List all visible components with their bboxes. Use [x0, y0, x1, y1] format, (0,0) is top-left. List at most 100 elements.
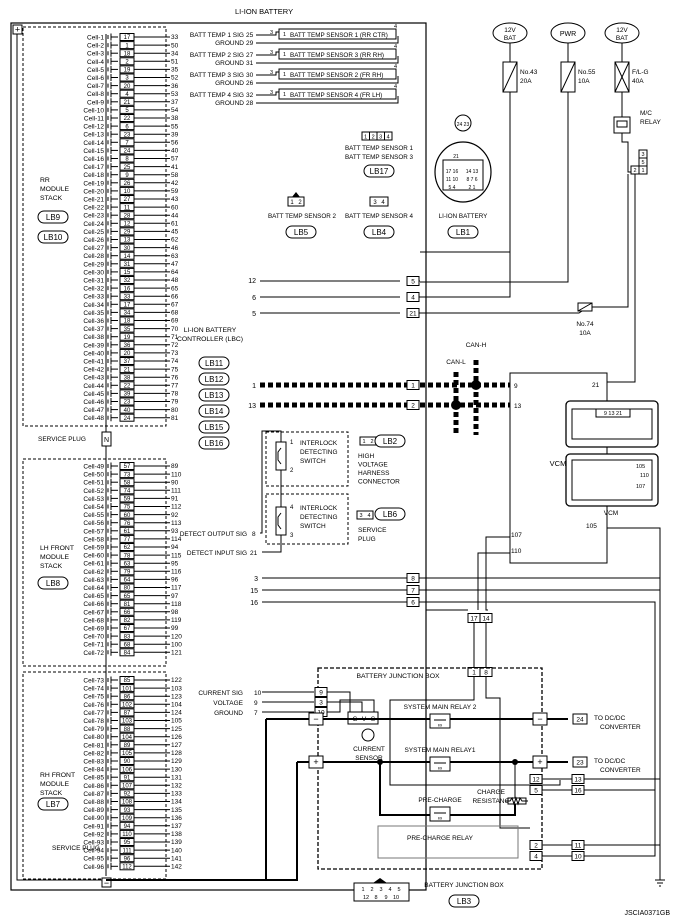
current-input-label: CURRENT SIG [198, 690, 243, 697]
cell-pin: 39 [124, 392, 131, 398]
cell-pin: 96 [124, 856, 131, 862]
h6-wire [419, 601, 656, 820]
temp-sensor-pin: 1 [283, 32, 286, 38]
cell-pin: 19 [124, 68, 131, 74]
cell-pin: 9 [125, 173, 129, 179]
cell-lbc-pin: 130 [171, 766, 182, 773]
cell-pin: 18 [124, 51, 131, 57]
cell-pin: 2 [125, 60, 129, 66]
cell-pin: 29 [124, 230, 131, 236]
cell-label: Cell-34 [83, 302, 104, 309]
cell-lbc-pin: 128 [171, 750, 182, 757]
cell-pin: 30 [124, 246, 131, 252]
lb1-pin: 21 [453, 154, 459, 160]
temp-sig-label: BATT TEMP 2 SIG [190, 52, 244, 59]
cell-pin: 111 [122, 848, 132, 854]
vcm-label: VCM [550, 459, 567, 468]
cell-pin: 22 [124, 384, 131, 390]
pre-charge-area [377, 825, 519, 859]
lb5-badge: LB5 [294, 228, 309, 237]
cell-lbc-pin: 110 [171, 471, 182, 478]
cell-label: Cell-6 [87, 75, 104, 82]
cell-label: Cell-93 [83, 840, 104, 847]
cell-pin: 104 [122, 735, 133, 741]
vcm-connector-1-pins [595, 408, 631, 418]
cell-label: Cell-17 [83, 164, 104, 171]
cell-pin: 8 [125, 157, 129, 163]
cell-lbc-pin: 105 [171, 718, 182, 725]
cell-lbc-pin: 59 [171, 188, 179, 195]
cell-lbc-pin: 68 [171, 310, 179, 317]
vcm-connector-2-pin: 110 [640, 473, 649, 479]
cell-pin: 112 [122, 865, 132, 871]
vcm-connector-label: VCM [604, 510, 618, 517]
lb17-pin-label: 2 [372, 135, 375, 141]
interlock-contact [277, 447, 282, 465]
stack-label: MODULE [40, 186, 70, 193]
temp-gnd-label: GROUND [215, 100, 244, 107]
cell-lbc-pin: 93 [171, 528, 179, 535]
cell-pin: 4 [125, 92, 129, 98]
pre-charge-wire [379, 762, 430, 816]
cell-lbc-pin: 103 [171, 685, 182, 692]
cell-label: Cell-41 [83, 359, 104, 366]
cell-lbc-pin: 81 [171, 415, 179, 422]
dcdc-pin [572, 713, 588, 725]
stack-label: STACK [40, 563, 63, 570]
temp-sensor-box [278, 48, 397, 60]
cell-label: Cell-53 [83, 496, 104, 503]
lb6-label: PLUG [358, 536, 376, 543]
cell-pin: 58 [124, 480, 131, 486]
temp-sensor-pin: 1 [283, 92, 286, 98]
cell-lbc-pin: 42 [171, 180, 179, 187]
stack-connector-badge [37, 230, 69, 244]
temp-sensor-pin4: 4 [394, 84, 397, 90]
cell-lbc-pin: 112 [171, 504, 182, 511]
stack-connector-badge [37, 797, 69, 811]
pre-charge-wire-2 [450, 804, 516, 816]
cell-label: Cell-77 [83, 710, 104, 717]
jbox-current-pin-label: 9 [319, 690, 323, 697]
temp-sig-label: BATT TEMP 3 SIG [190, 72, 244, 79]
temp-sensor-pin3: 3 [270, 70, 273, 76]
temp-sig-pin: 27 [246, 52, 254, 59]
cell-lbc-pin: 50 [171, 42, 179, 49]
stack-connector: LB10 [44, 233, 63, 242]
can-l-node [451, 400, 461, 410]
temp-wire [256, 96, 399, 104]
harness-pin-label: 8 [411, 576, 415, 583]
cell-label: Cell-56 [83, 520, 104, 527]
cell-label: Cell-14 [83, 140, 104, 147]
page-title: LI-ION BATTERY [235, 7, 293, 16]
cell-lbc-pin: 126 [171, 734, 182, 741]
cell-lbc-pin: 92 [171, 512, 179, 519]
cell-lbc-pin: 113 [171, 520, 182, 527]
lb3-badge: LB3 [457, 897, 472, 906]
cell-pin: 18 [124, 319, 131, 325]
interlock-label: SWITCH [300, 458, 326, 465]
cell-lbc-pin: 69 [171, 318, 179, 325]
temp-gnd-pin: 26 [246, 80, 254, 87]
cell-label: Cell-18 [83, 172, 104, 179]
cell-label: Cell-51 [83, 480, 104, 487]
cell-label: Cell-32 [83, 286, 104, 293]
lb3-pin: 2 [370, 887, 373, 893]
lb4-label: BATT TEMP SENSOR 4 [345, 213, 414, 220]
charge-label: CHARGE [477, 789, 505, 796]
cell-label: Cell-8 [87, 91, 104, 98]
temp-wire [256, 51, 279, 56]
cell-pin: 19 [124, 335, 131, 341]
cell-label: Cell-43 [83, 375, 104, 382]
interlock-pin: 1 [290, 440, 294, 446]
lb3-label: BATTERY JUNCTION BOX [424, 882, 504, 889]
cell-label: Cell-21 [83, 197, 104, 204]
cell-lbc-pin: 117 [171, 585, 182, 592]
vcm-connector-2-pin: 107 [636, 484, 645, 490]
cell-pin: 11 [124, 205, 131, 211]
can-h-node [471, 380, 481, 390]
lb4-pin: 4 [381, 200, 385, 206]
cell-lbc-pin: 99 [171, 625, 179, 632]
lb2-label: VOLTAGE [358, 462, 388, 469]
system-main-relay-1 [429, 756, 451, 772]
jbox-right-pin-ext-label: 13 [574, 777, 582, 784]
